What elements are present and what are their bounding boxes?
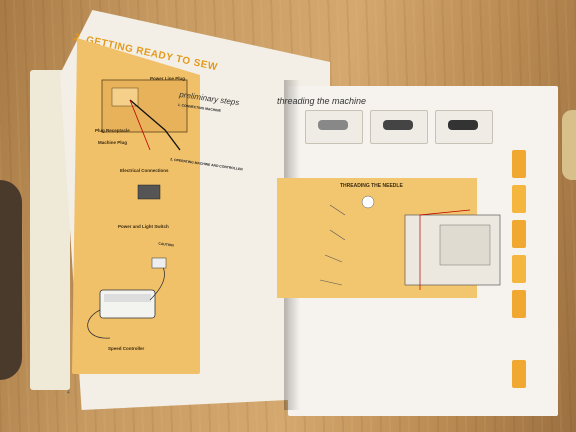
caption-plug-receptacle: Plug Receptacle xyxy=(95,128,130,133)
caption-speed: Speed Controller xyxy=(108,346,145,351)
panel-title: THREADING THE NEEDLE xyxy=(340,183,403,189)
side-tab-2 xyxy=(512,185,526,213)
side-tab-5 xyxy=(512,290,526,318)
side-tab-1 xyxy=(512,150,526,178)
page-number-left: 4 xyxy=(67,390,70,396)
jar-edge xyxy=(562,110,576,180)
caption-electrical: Electrical Connections xyxy=(120,168,169,173)
caption-power-plug: Power Line Plug xyxy=(150,76,186,81)
side-tab-4 xyxy=(512,255,526,283)
caption-power-light: Power and Light Switch xyxy=(118,224,169,229)
side-tab-6 xyxy=(512,360,526,388)
right-title: threading the machine xyxy=(277,96,367,106)
fabric-edge xyxy=(0,180,22,380)
caption-machine-plug: Machine Plug xyxy=(98,140,128,145)
side-tab-3 xyxy=(512,220,526,248)
